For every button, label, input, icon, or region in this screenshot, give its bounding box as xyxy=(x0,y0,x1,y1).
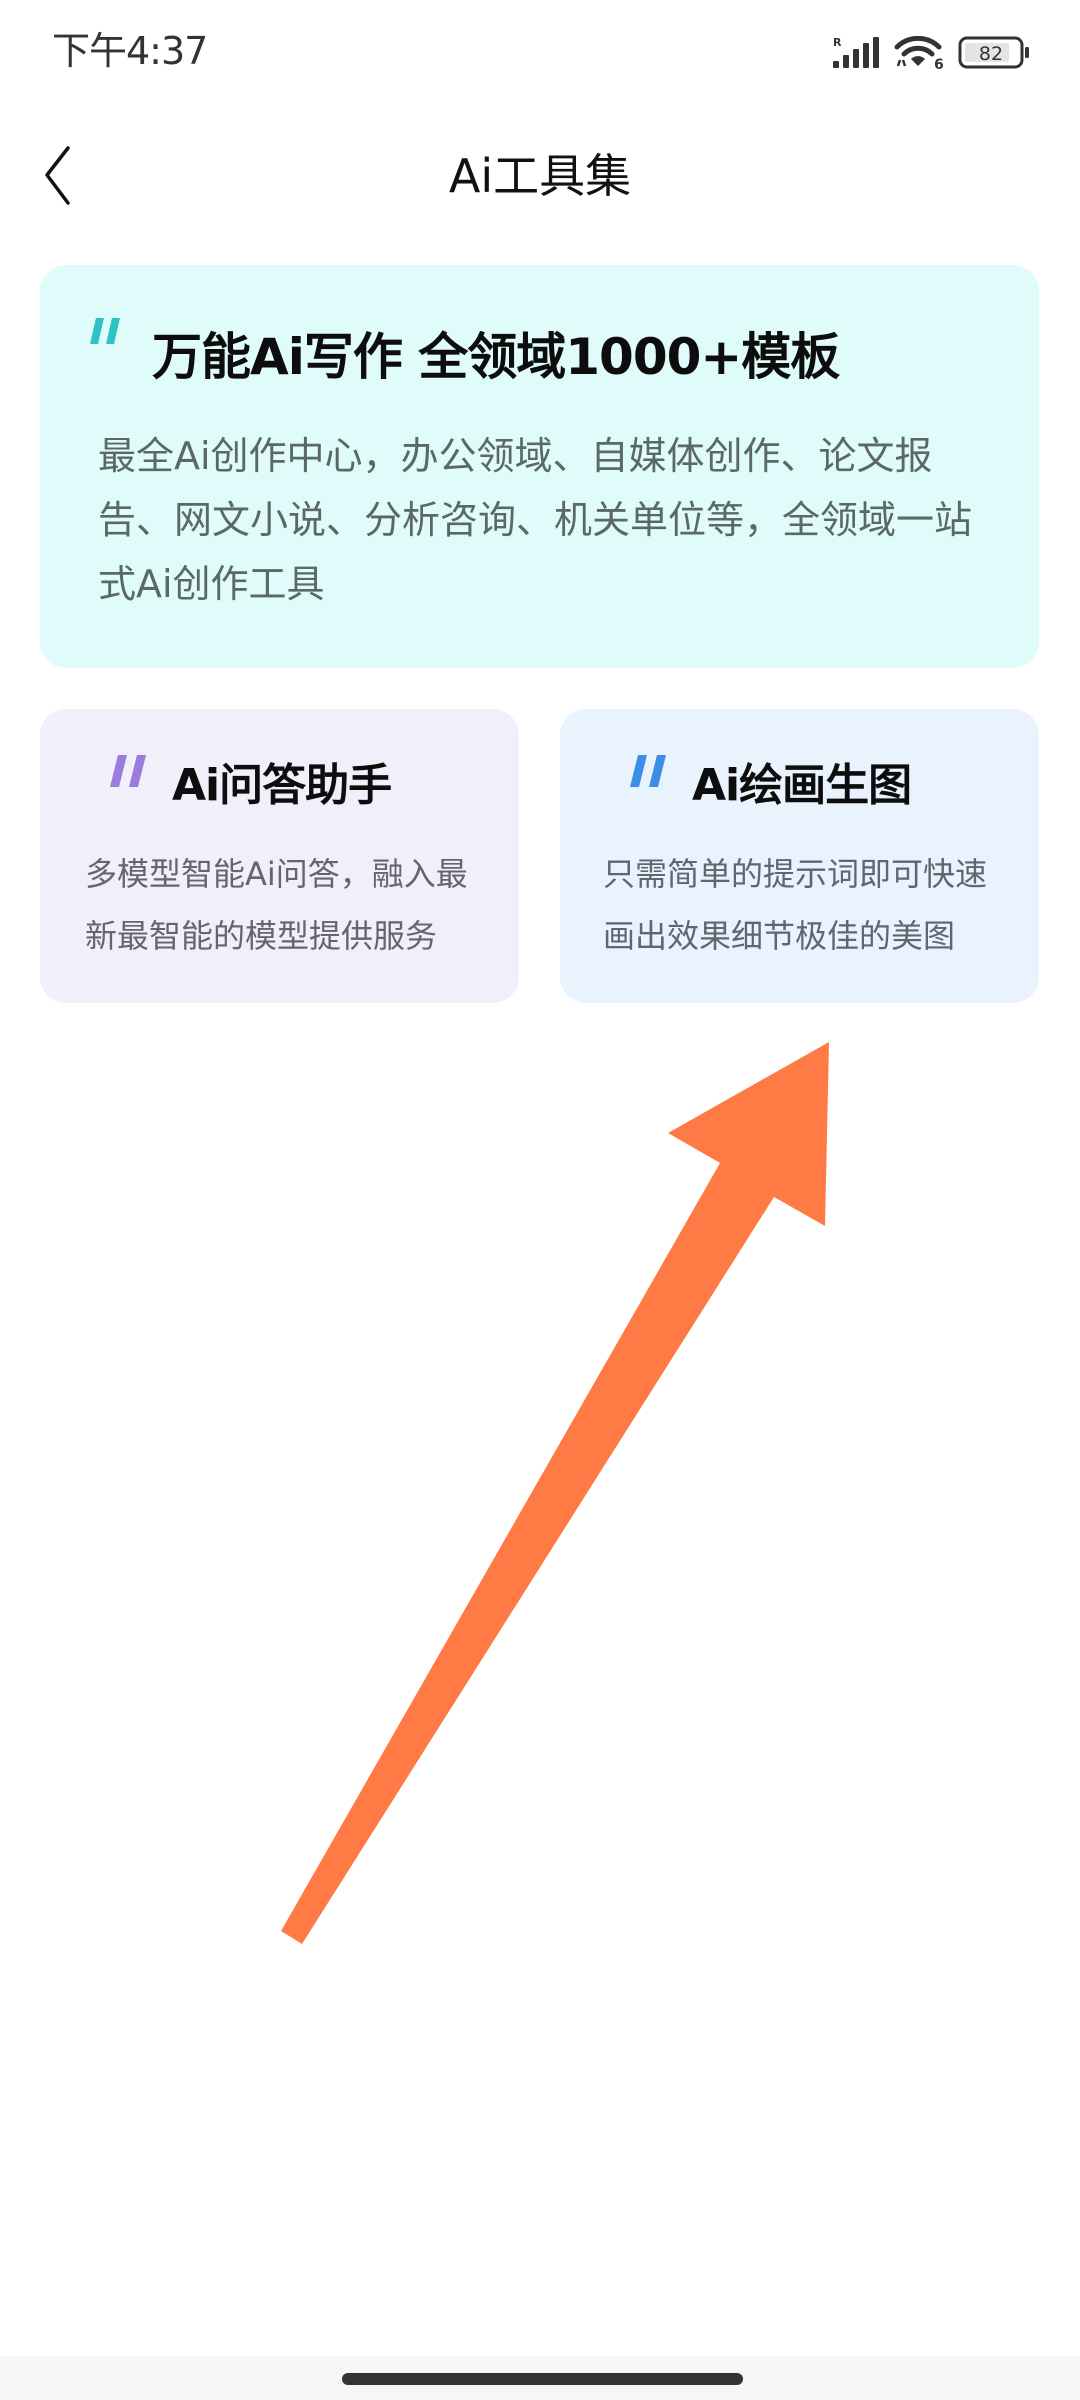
ai-writing-card[interactable]: 万能Ai写作 全领域1000+模板 最全Ai创作中心，办公领域、自媒体创作、论文… xyxy=(40,265,1039,668)
card-description-line: 只需简单的提示词即可快速 xyxy=(603,855,988,893)
quote-icon xyxy=(630,755,666,787)
quote-icon xyxy=(90,318,120,344)
svg-text:6: 6 xyxy=(934,57,944,70)
page-title: Ai工具集 xyxy=(448,149,632,203)
home-gesture-handle[interactable] xyxy=(342,2373,743,2385)
wifi-icon: 6 xyxy=(894,36,944,70)
quote-icon xyxy=(110,755,146,787)
card-description-line: 多模型智能Ai问答，融入最 xyxy=(85,855,468,893)
card-description-line: 新最智能的模型提供服务 xyxy=(85,917,438,955)
back-button[interactable] xyxy=(30,136,86,216)
ai-qa-card[interactable]: Ai问答助手 多模型智能Ai问答，融入最 新最智能的模型提供服务 xyxy=(40,709,519,1003)
card-description: 只需简单的提示词即可快速 画出效果细节极佳的美图 xyxy=(603,843,987,967)
card-title: Ai问答助手 xyxy=(172,760,392,811)
card-description-line: 画出效果细节极佳的美图 xyxy=(603,917,956,955)
status-time: 下午4:37 xyxy=(52,29,208,73)
battery-icon: 82 xyxy=(958,36,1029,69)
card-description-line: 最全Ai创作中心，办公领域、自媒体创作、论文报 xyxy=(98,434,933,478)
ai-drawing-card[interactable]: Ai绘画生图 只需简单的提示词即可快速 画出效果细节极佳的美图 xyxy=(560,709,1039,1003)
card-description-line: 告、网文小说、分析咨询、机关单位等，全领域一站 xyxy=(98,498,973,542)
card-description: 最全Ai创作中心，办公领域、自媒体创作、论文报 告、网文小说、分析咨询、机关单位… xyxy=(98,424,972,616)
card-description-line: 式Ai创作工具 xyxy=(98,562,325,606)
svg-text:82: 82 xyxy=(979,43,1003,65)
card-title: Ai绘画生图 xyxy=(692,760,912,811)
card-description: 多模型智能Ai问答，融入最 新最智能的模型提供服务 xyxy=(85,843,468,967)
gesture-nav-bar xyxy=(0,2356,1080,2400)
signal-icon: R xyxy=(833,36,879,68)
svg-text:R: R xyxy=(833,36,842,49)
status-icons: R 6 82 xyxy=(832,36,1032,70)
chevron-left-icon xyxy=(45,146,70,205)
card-title: 万能Ai写作 全领域1000+模板 xyxy=(152,328,840,386)
